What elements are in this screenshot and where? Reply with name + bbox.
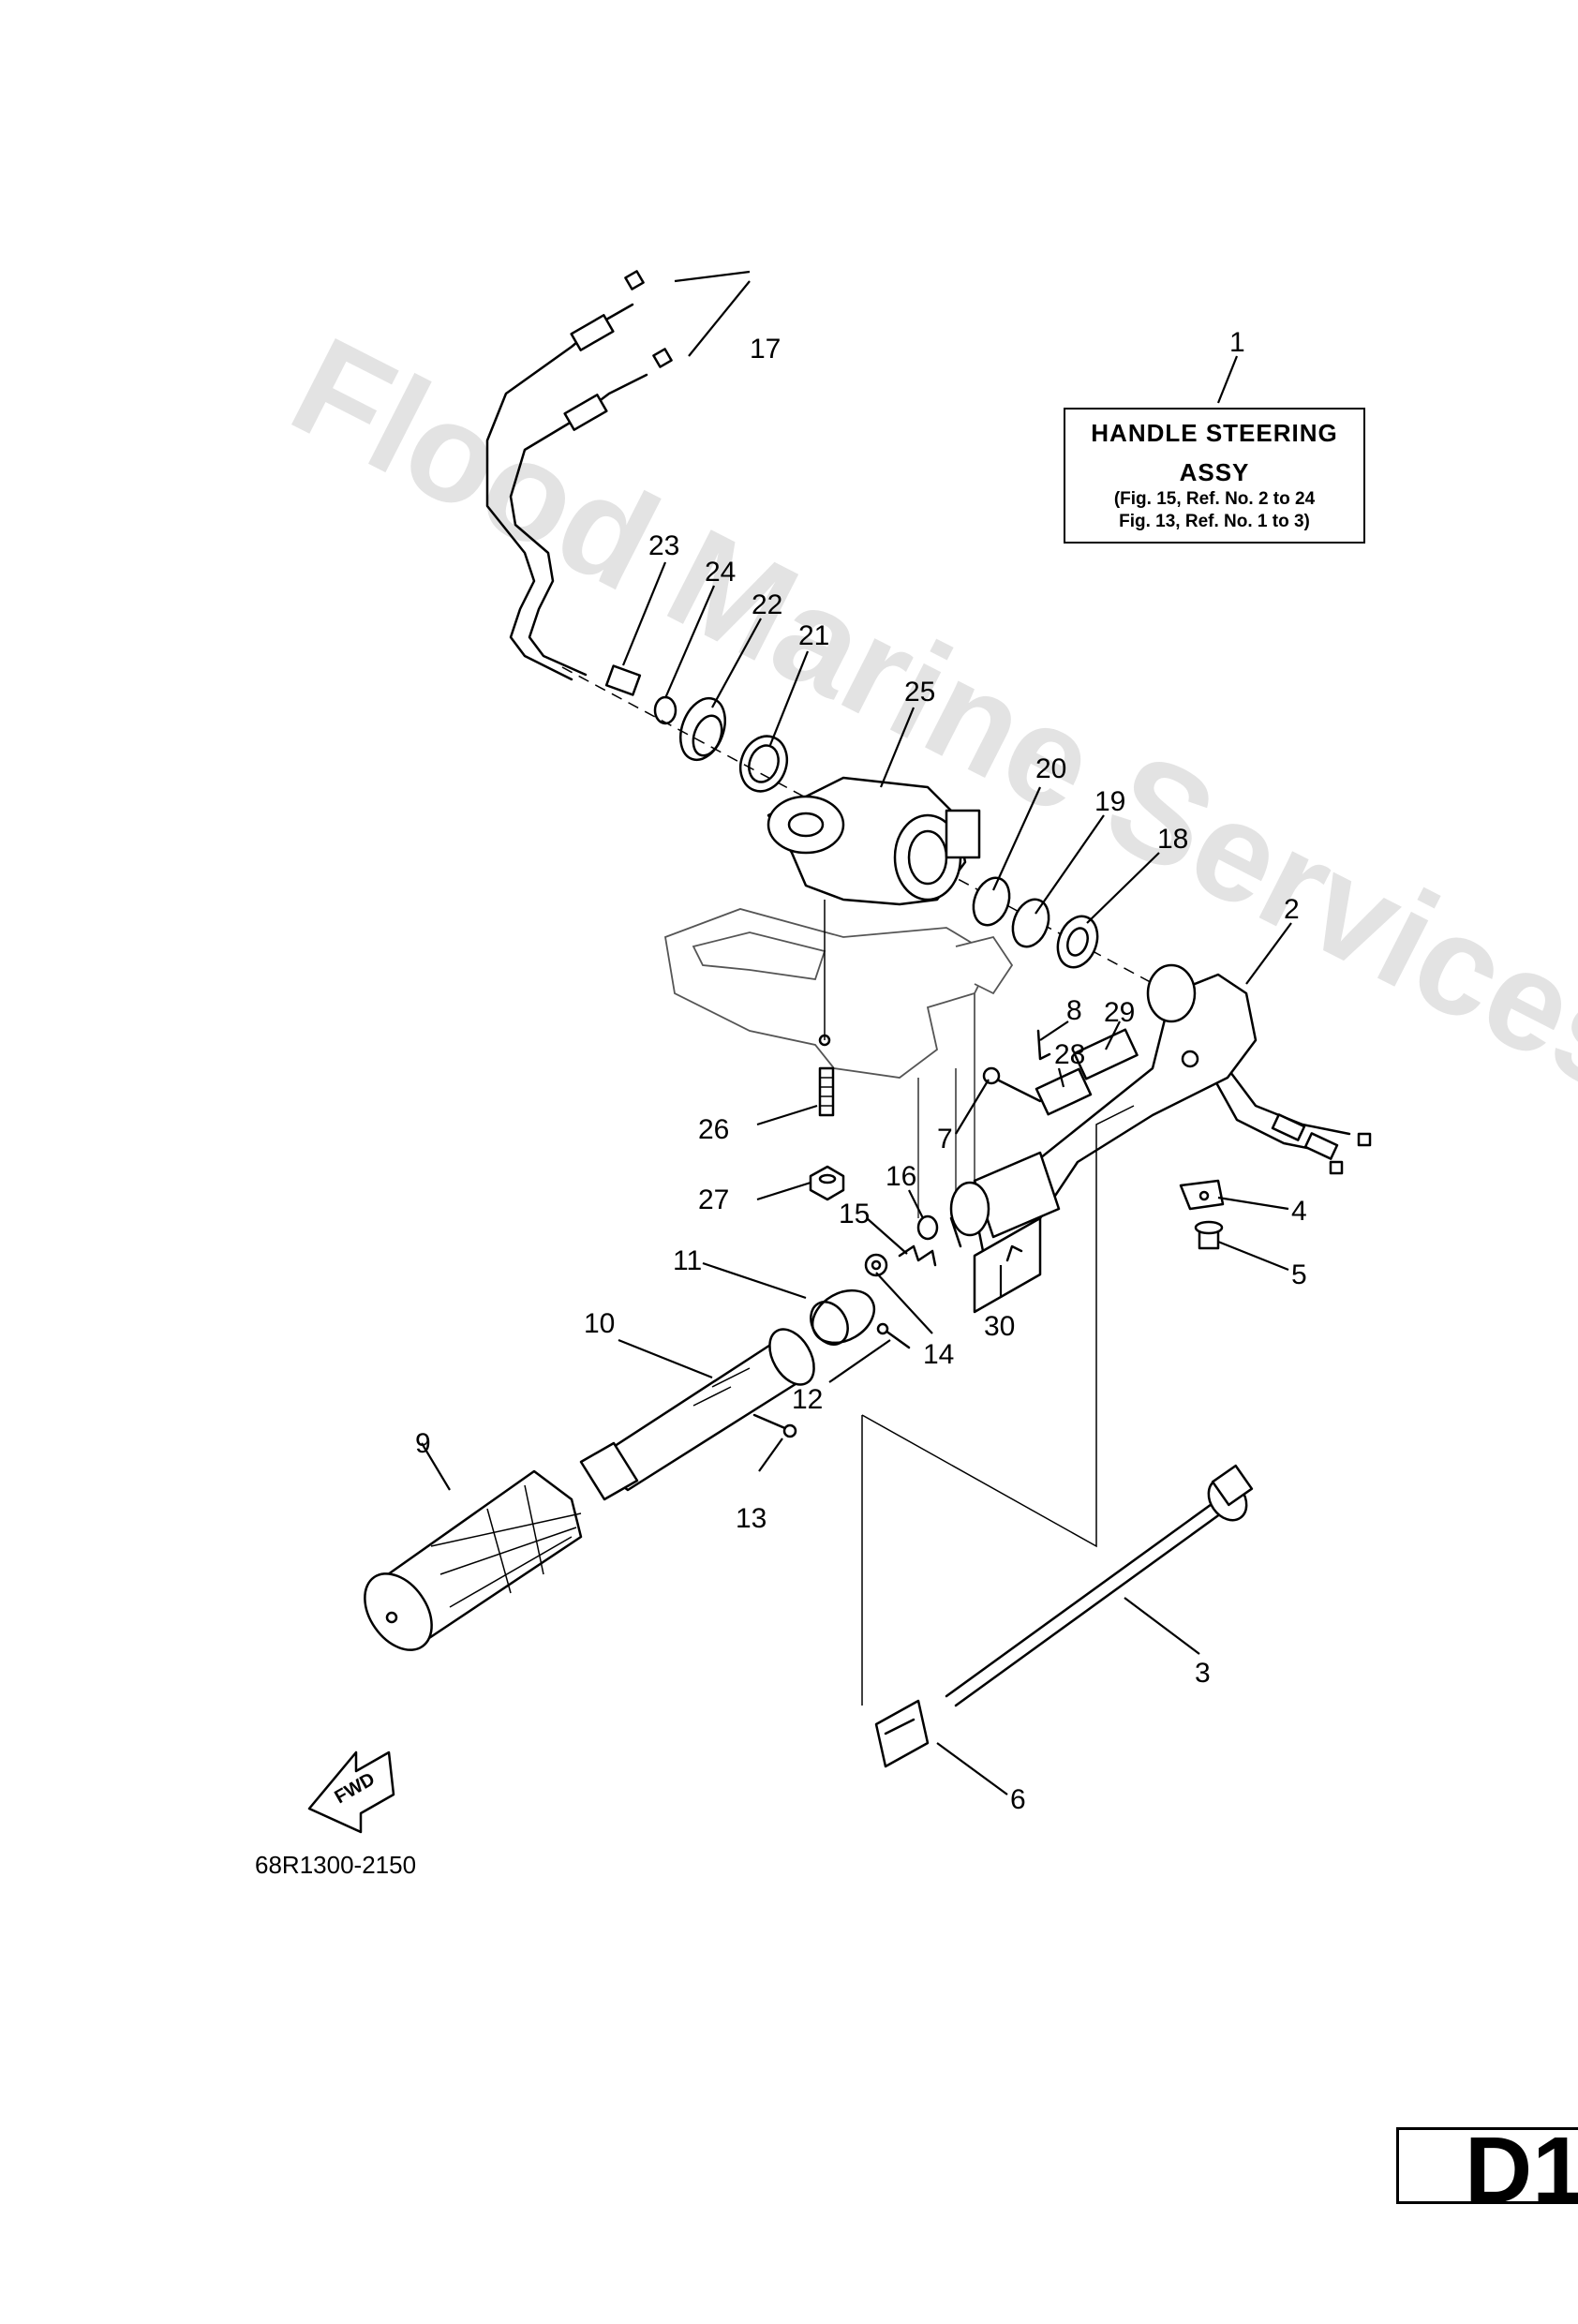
callout-14: 14: [923, 1339, 954, 1370]
callout-5: 5: [1291, 1259, 1307, 1290]
fwd-direction-arrow: FWD: [307, 1750, 395, 1834]
callout-10: 10: [584, 1308, 615, 1339]
handle-steering-assy-box: HANDLE STEERING ASSY (Fig. 15, Ref. No. …: [1064, 408, 1365, 544]
callout-21: 21: [798, 620, 829, 651]
callout-3: 3: [1195, 1658, 1211, 1689]
plate-and-screw: [1179, 1179, 1225, 1250]
callout-16: 16: [886, 1161, 916, 1192]
tiller-handle-arm: [949, 963, 1258, 1258]
callout-1: 1: [1229, 327, 1245, 358]
callout-22: 22: [752, 589, 782, 620]
steering-housing: [767, 776, 981, 1047]
assy-title-line2: ASSY: [1179, 458, 1250, 486]
callout-11: 11: [673, 1245, 702, 1276]
callout-23: 23: [648, 530, 679, 561]
throttle-cables: [485, 270, 1372, 1175]
callout-12: 12: [792, 1384, 823, 1415]
spring-washer-set: [864, 1214, 939, 1277]
callout-9: 9: [415, 1428, 431, 1459]
throttle-grip-assembly: [364, 1289, 911, 1651]
assy-note-line2: Fig. 13, Ref. No. 1 to 3): [1119, 512, 1310, 531]
page-id-box: D1: [1396, 2118, 1578, 2223]
washers: [972, 876, 1099, 969]
cover-plate: [973, 1216, 1042, 1314]
callout-28: 28: [1054, 1039, 1085, 1070]
callout-25: 25: [904, 677, 935, 708]
tiller-bracket-outline: [663, 908, 1014, 1218]
callout-29: 29: [1104, 997, 1135, 1028]
stud-and-nut: [809, 1066, 845, 1201]
callout-30: 30: [984, 1311, 1015, 1342]
callout-2: 2: [1284, 894, 1300, 925]
callout-6: 6: [1010, 1784, 1026, 1815]
callout-8: 8: [1066, 995, 1082, 1026]
callout-15: 15: [839, 1199, 870, 1229]
assembly-reference-lines: [861, 1105, 1135, 1706]
callout-27: 27: [698, 1184, 729, 1215]
drawing-number: 68R1300-2150: [255, 1851, 417, 1879]
leader-lines: [421, 270, 1292, 1795]
callout-20: 20: [1035, 753, 1066, 784]
assy-note-line1: (Fig. 15, Ref. No. 2 to 24: [1113, 489, 1316, 509]
callout-7: 7: [937, 1124, 953, 1155]
callout-18: 18: [1157, 824, 1188, 855]
cable-grommet-parts: [561, 664, 1172, 994]
callout-26: 26: [698, 1114, 729, 1145]
callout-4: 4: [1291, 1196, 1307, 1227]
callout-17: 17: [750, 334, 781, 365]
callout-13: 13: [736, 1503, 767, 1534]
assy-title-line1: HANDLE STEERING: [1091, 419, 1338, 447]
callout-19: 19: [1094, 786, 1125, 817]
page-id-label: D1: [1465, 2118, 1578, 2223]
callout-24: 24: [705, 557, 736, 588]
friction-rod-and-clip: [874, 1464, 1254, 1768]
callout-numbers: 1 2 3 4 5 6 7 8 9 10 11 12 13 14 15 16 1…: [415, 327, 1307, 1815]
